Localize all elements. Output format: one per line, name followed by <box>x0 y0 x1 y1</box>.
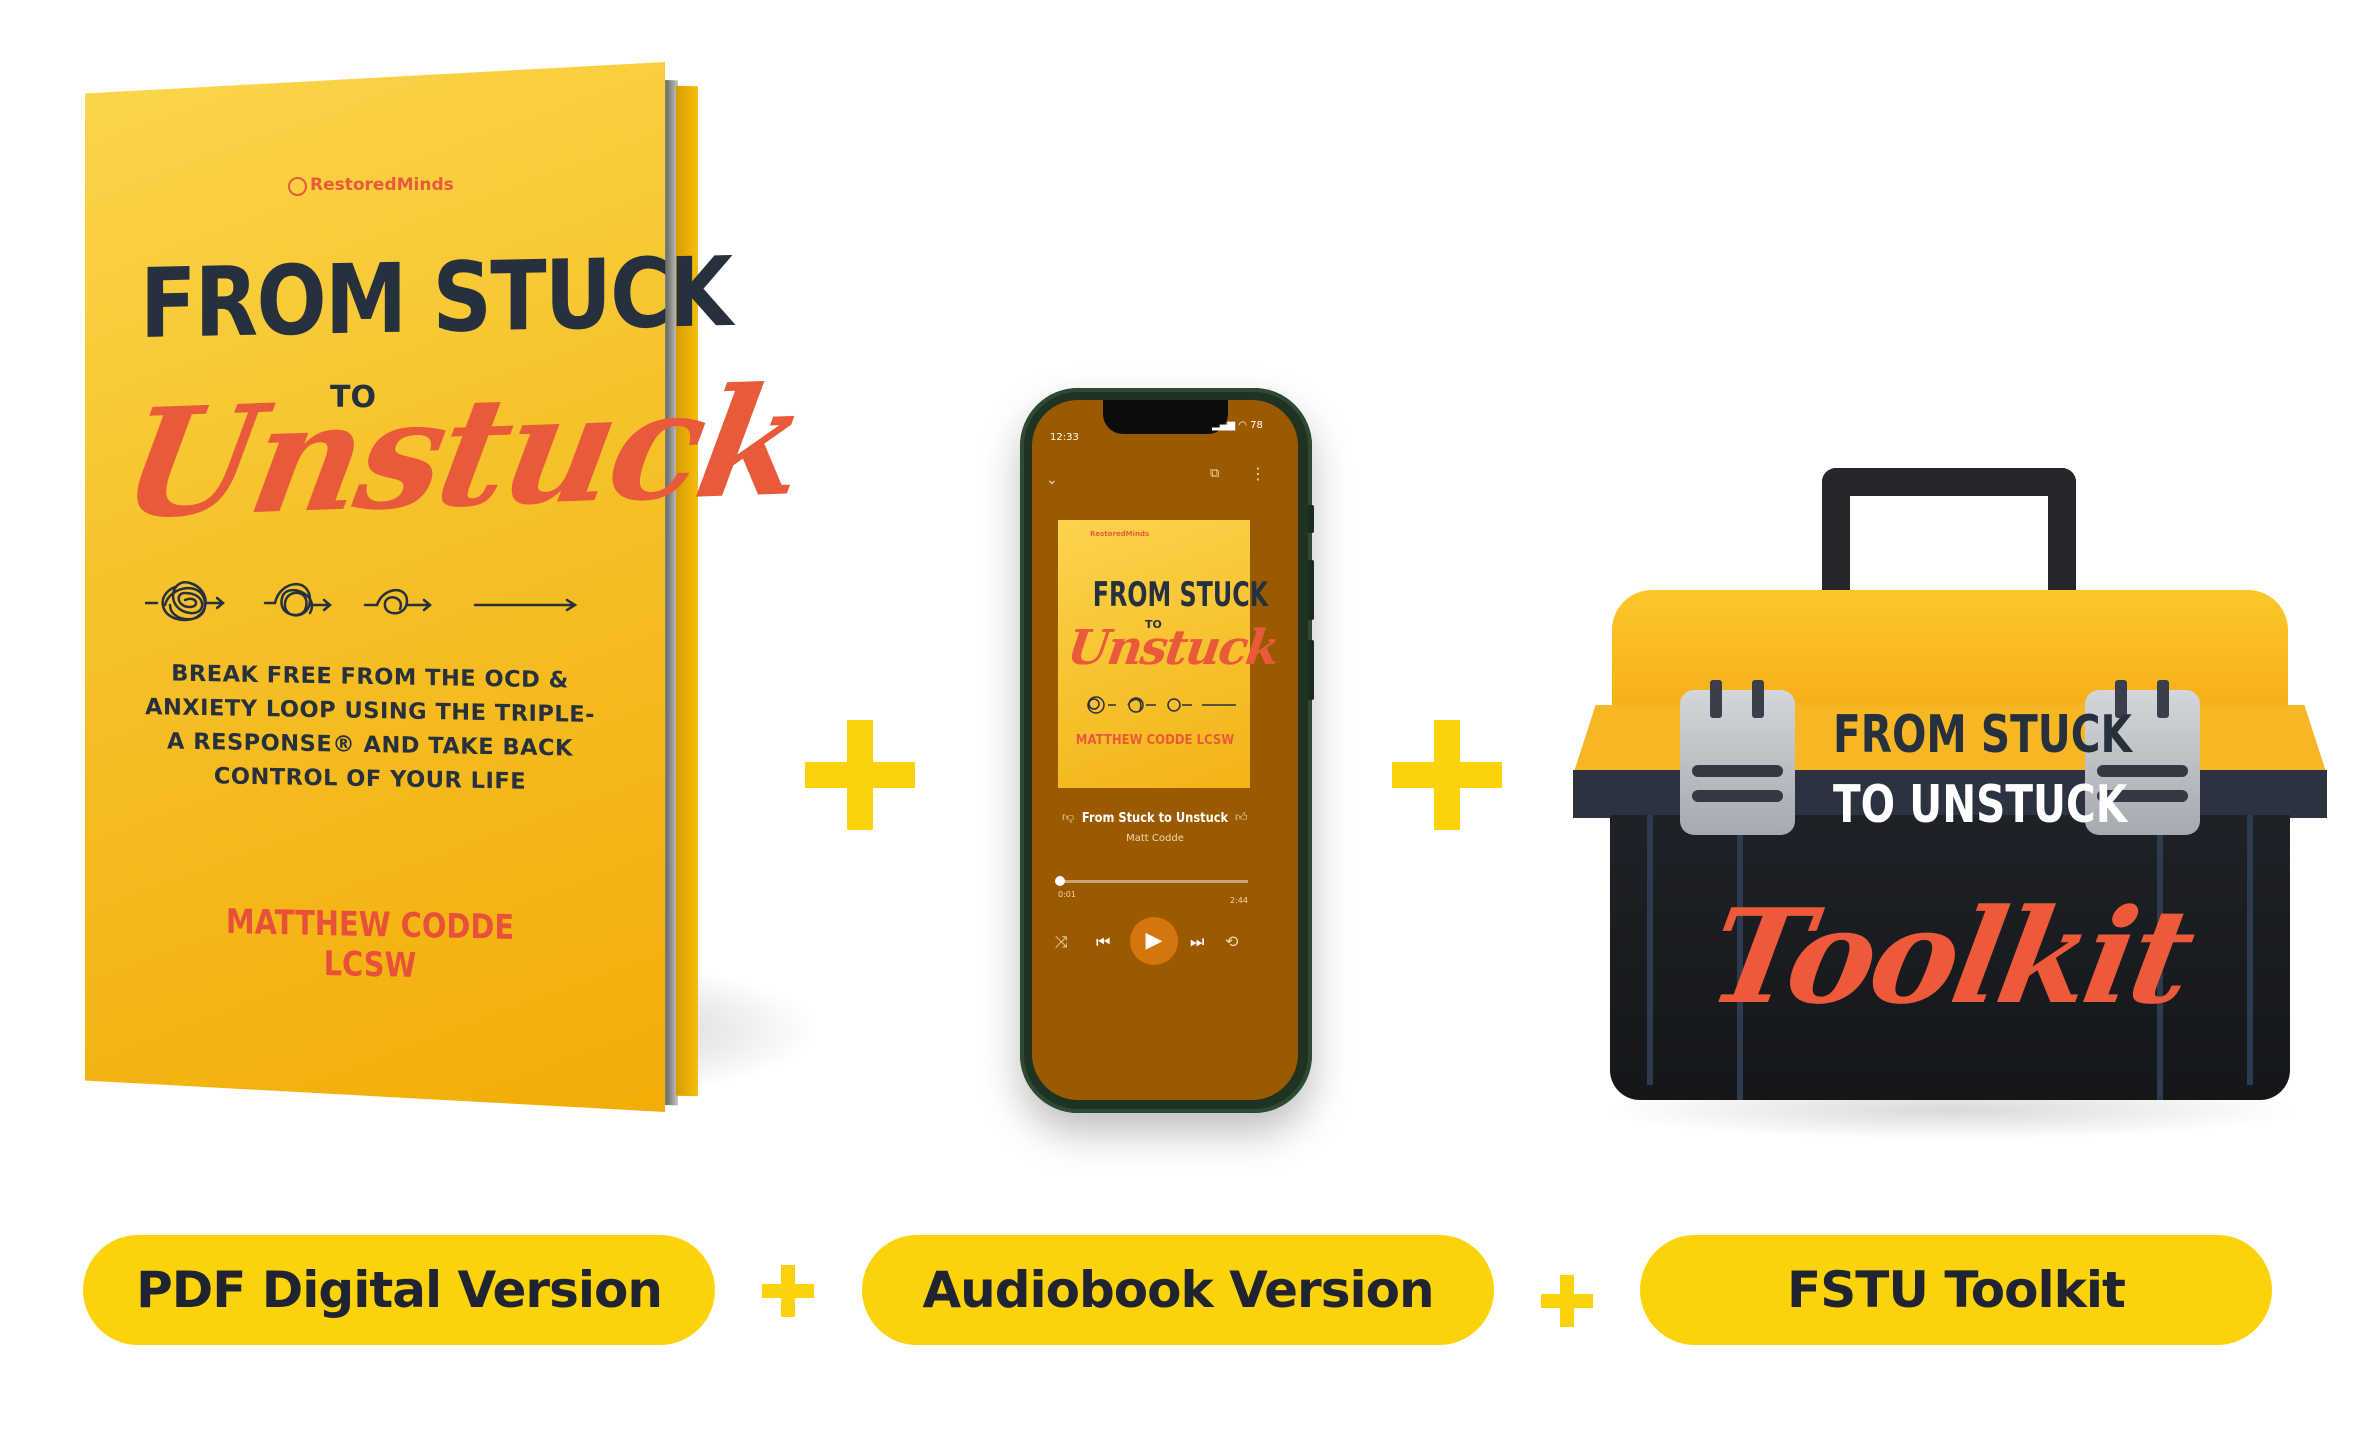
book-description: BREAK FREE FROM THE OCD & ANXIETY LOOP U… <box>145 660 595 795</box>
phone-notch <box>1103 400 1228 434</box>
album-art-title-line1: FROM STUCK <box>1092 575 1269 615</box>
next-track-icon[interactable]: ⏭︎ <box>1190 932 1205 951</box>
phone-side-button <box>1308 640 1314 700</box>
progress-track[interactable] <box>1058 880 1248 883</box>
audiobook-version-label: Audiobook Version <box>862 1235 1494 1345</box>
toolbox-title-script: Toolkit <box>1698 880 2202 1033</box>
play-button[interactable]: ▶ <box>1130 917 1178 965</box>
book-brand: RestoredMinds <box>310 175 454 195</box>
track-title: From Stuck to Unstuck <box>1081 811 1229 826</box>
phone-side-button <box>1308 560 1314 620</box>
toolbox-body-ribs <box>1647 815 2253 1100</box>
book-title-line1: FROM STUCK <box>140 235 732 360</box>
cast-icon[interactable]: ⧉ <box>1210 466 1220 481</box>
plus-icon <box>762 1265 814 1317</box>
more-options-icon[interactable]: ⋮ <box>1250 464 1266 483</box>
chevron-down-icon[interactable]: ⌄ <box>1046 472 1058 488</box>
status-time: 12:33 <box>1050 432 1079 443</box>
album-art-author: MATTHEW CODDE LCSW <box>1075 733 1235 748</box>
battery-level: 78 <box>1250 420 1263 431</box>
toolbox-title-line2: TO UNSTUCK <box>1833 775 2128 835</box>
time-elapsed: 0:01 <box>1058 890 1076 899</box>
pdf-version-label: PDF Digital Version <box>83 1235 715 1345</box>
book-title-script: Unstuck <box>110 353 817 553</box>
book-title-to: TO <box>330 380 376 415</box>
progress-knob[interactable] <box>1054 876 1065 886</box>
book-cover <box>85 62 665 1112</box>
thumbs-down-icon[interactable]: 👎︎ <box>1062 810 1075 824</box>
time-total: 2:44 <box>1230 896 1248 905</box>
album-art-squiggle-illustration <box>1087 696 1236 714</box>
status-icons: ▂▄▆ ◠ 78 <box>1212 420 1263 431</box>
plus-icon <box>1541 1275 1593 1327</box>
toolbox-latch-right <box>2085 680 2200 835</box>
repeat-icon[interactable]: ⟲ <box>1225 932 1239 951</box>
track-artist: Matt Codde <box>1126 833 1184 844</box>
plus-icon <box>805 720 915 830</box>
thumbs-up-icon[interactable]: 👍︎ <box>1235 810 1248 824</box>
shuffle-icon[interactable]: ⤨ <box>1055 932 1068 951</box>
previous-track-icon[interactable]: ⏮︎ <box>1096 932 1111 951</box>
phone-side-button <box>1308 505 1314 533</box>
album-art-brand: RestoredMinds <box>1090 530 1150 538</box>
album-art <box>1058 520 1250 788</box>
toolbox-handle <box>1822 468 2076 608</box>
toolbox-body <box>1610 815 2290 1100</box>
tangled-to-straight-line-illustration <box>145 581 578 622</box>
album-art-title-to: TO <box>1145 618 1162 631</box>
toolkit-label: FSTU Toolkit <box>1640 1235 2272 1345</box>
toolbox-title-line1: FROM STUCK <box>1833 705 2132 765</box>
toolbox-latch-left <box>1680 680 1795 835</box>
plus-icon <box>1392 720 1502 830</box>
brand-logo-icon <box>288 177 307 196</box>
album-art-title-script: Unstuck <box>1064 620 1282 676</box>
book-author: MATTHEW CODDE LCSW <box>225 902 515 986</box>
